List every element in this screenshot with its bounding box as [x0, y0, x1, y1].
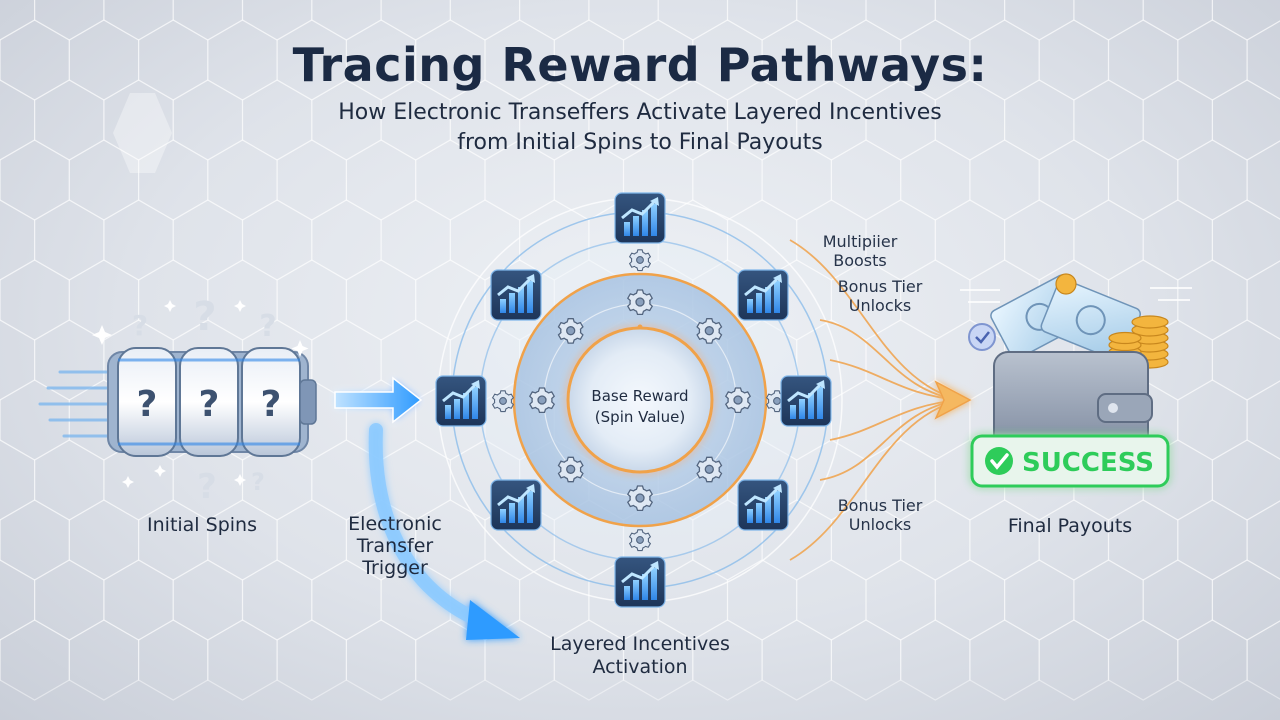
- stage-initial-spins: Initial Spins: [147, 514, 257, 536]
- gear-icon: [696, 456, 723, 483]
- floating-question-2: ?: [193, 294, 216, 340]
- stage-layered-incentives: Layered Incentives Activation: [500, 633, 780, 679]
- floating-question-5: ?: [251, 468, 265, 496]
- success-label: SUCCESS: [1022, 448, 1154, 478]
- multiplier-line-2: Boosts: [833, 251, 887, 270]
- layered-label-line-1: Layered Incentives: [550, 633, 730, 655]
- growth-chart-icon: [736, 268, 790, 322]
- branch-bonus-tier-top: Bonus Tier Unlocks: [815, 277, 945, 315]
- floating-question-4: ?: [197, 467, 217, 507]
- subtitle-line-2: from Initial Spins to Final Payouts: [457, 130, 823, 155]
- floating-question-3: ?: [259, 309, 276, 344]
- transfer-arrow: [334, 376, 423, 424]
- wallet-icon: [960, 273, 1192, 453]
- reel-symbol-2: ?: [199, 384, 220, 425]
- base-reward-label: Base Reward (Spin Value): [570, 386, 710, 428]
- bonus-bottom-line-1: Bonus Tier: [837, 496, 923, 515]
- bonus-top-line-2: Unlocks: [848, 296, 912, 315]
- transfer-label-line-2: Transfer: [356, 535, 434, 557]
- gear-icon: [725, 387, 751, 414]
- reel-symbol-3: ?: [261, 384, 282, 425]
- reel-symbol-1: ?: [137, 384, 158, 425]
- sparkle-icons: [92, 300, 309, 488]
- transfer-label-line-1: Electronic: [348, 513, 442, 535]
- gear-icon: [627, 289, 653, 316]
- multiplier-line-1: Multipiier: [822, 232, 898, 251]
- branch-bonus-tier-bottom: Bonus Tier Unlocks: [815, 496, 945, 534]
- base-reward-line-1: Base Reward: [591, 387, 689, 405]
- gear-icon: [627, 485, 653, 512]
- growth-chart-icon: [613, 191, 667, 245]
- slot-machine-icon: [38, 347, 317, 457]
- success-badge: SUCCESS: [970, 434, 1170, 488]
- gear-icon: [629, 249, 651, 272]
- base-reward-line-2: (Spin Value): [594, 408, 686, 426]
- gear-icon: [492, 390, 514, 413]
- growth-chart-icon: [779, 374, 833, 428]
- floating-question-1: ?: [132, 309, 148, 342]
- page-title: Tracing Reward Pathways:: [292, 38, 988, 92]
- incentive-branch-lines: [789, 239, 961, 561]
- bonus-top-line-1: Bonus Tier: [837, 277, 923, 296]
- growth-chart-icon: [613, 555, 667, 609]
- stage-transfer-trigger: Electronic Transfer Trigger: [310, 513, 480, 579]
- gear-icon: [696, 318, 723, 344]
- gear-icon: [557, 456, 584, 483]
- layered-label-line-2: Activation: [592, 656, 688, 678]
- growth-chart-icon: [489, 478, 543, 532]
- payout-arrow: [934, 380, 972, 420]
- layered-activation-arrow: [368, 423, 520, 640]
- check-icon: [985, 447, 1013, 475]
- gear-icon: [529, 387, 555, 414]
- gear-icon: [557, 318, 584, 344]
- gear-icon: [629, 529, 651, 552]
- bonus-bottom-line-2: Unlocks: [848, 515, 912, 534]
- branch-multiplier-boosts: Multipiier Boosts: [800, 232, 920, 270]
- growth-chart-icon: [489, 268, 543, 322]
- subtitle-line-1: How Electronic Transeffers Activate Laye…: [338, 100, 942, 125]
- transfer-label-line-3: Trigger: [362, 557, 428, 579]
- stage-final-payouts: Final Payouts: [1007, 515, 1133, 537]
- growth-chart-icon: [434, 374, 488, 428]
- growth-chart-icon: [736, 478, 790, 532]
